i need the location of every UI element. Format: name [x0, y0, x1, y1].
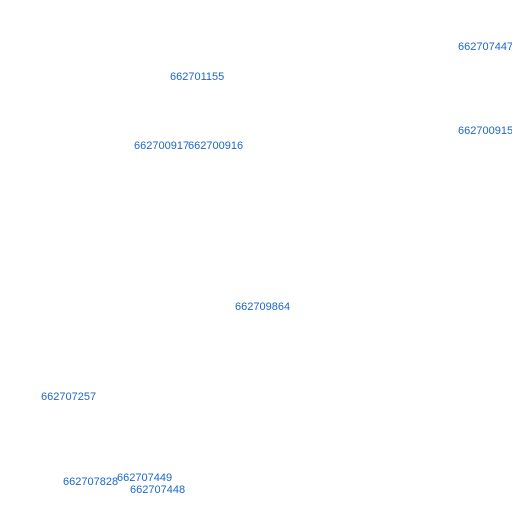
map-label-662700916[interactable]: 662700916 — [188, 140, 244, 152]
map-label-662707828[interactable]: 662707828 — [63, 476, 119, 488]
map-label-662700917[interactable]: 662700917 — [134, 140, 190, 152]
map-label-662707449[interactable]: 662707449 — [117, 472, 173, 484]
map-label-662701155[interactable]: 662701155 — [170, 71, 225, 83]
map-label-662700915[interactable]: 662700915 — [458, 125, 512, 137]
map-label-662709864[interactable]: 662709864 — [235, 301, 291, 313]
map-label-662707257[interactable]: 662707257 — [41, 391, 97, 403]
map-label-662707448[interactable]: 662707448 — [130, 484, 186, 496]
map-label-662707447[interactable]: 662707447 — [458, 41, 512, 53]
